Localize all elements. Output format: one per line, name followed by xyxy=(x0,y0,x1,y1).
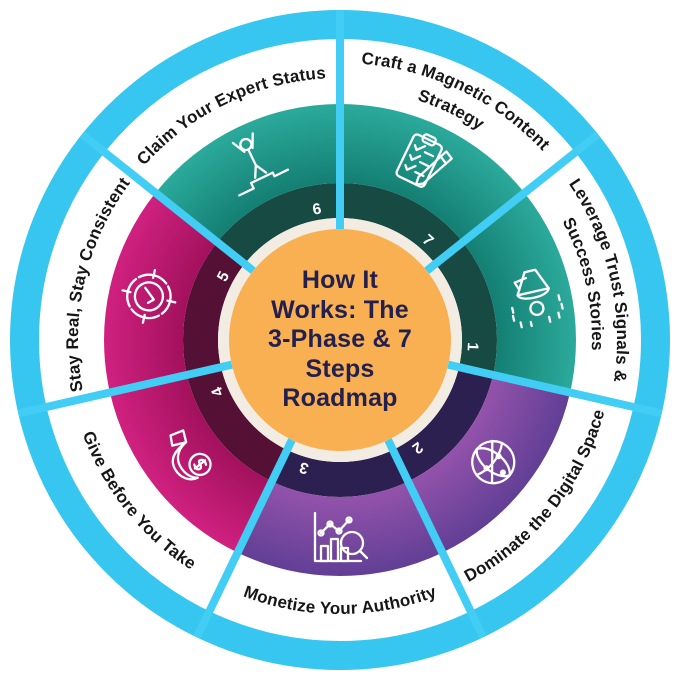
segment-6-number-band xyxy=(217,182,340,264)
segment-2-number-band xyxy=(392,367,494,482)
segment-7-color-band xyxy=(340,104,525,243)
segment-divider xyxy=(424,131,601,274)
segment-4-color-band xyxy=(109,374,272,553)
center-circle xyxy=(229,229,451,451)
segment-1-number-band xyxy=(435,242,497,375)
segment-divider xyxy=(384,438,487,640)
segment-2-color-band xyxy=(408,374,571,553)
target-check-icon xyxy=(121,268,177,324)
segment-5-number-band xyxy=(183,242,245,375)
clipboard-checklist-icon xyxy=(395,133,453,188)
analytics-magnifier-icon xyxy=(313,511,369,563)
segment-7-number-band xyxy=(340,183,463,264)
megaphone-announcement-icon xyxy=(511,268,564,329)
globe-network-icon xyxy=(471,439,516,485)
segment-number-6: 6 xyxy=(311,200,323,218)
segment-divider xyxy=(17,360,233,418)
segment-divider xyxy=(193,438,296,640)
segment-6-color-band xyxy=(155,104,340,243)
segment-divider xyxy=(79,131,256,274)
segment-3-number-band xyxy=(271,449,409,497)
segment-number-1: 1 xyxy=(464,342,481,352)
winner-podium-icon xyxy=(231,132,290,197)
segment-5-color-band xyxy=(104,192,218,393)
segment-divider xyxy=(447,360,663,418)
segment-4-number-band xyxy=(186,367,288,482)
hand-coin-icon xyxy=(169,429,212,481)
